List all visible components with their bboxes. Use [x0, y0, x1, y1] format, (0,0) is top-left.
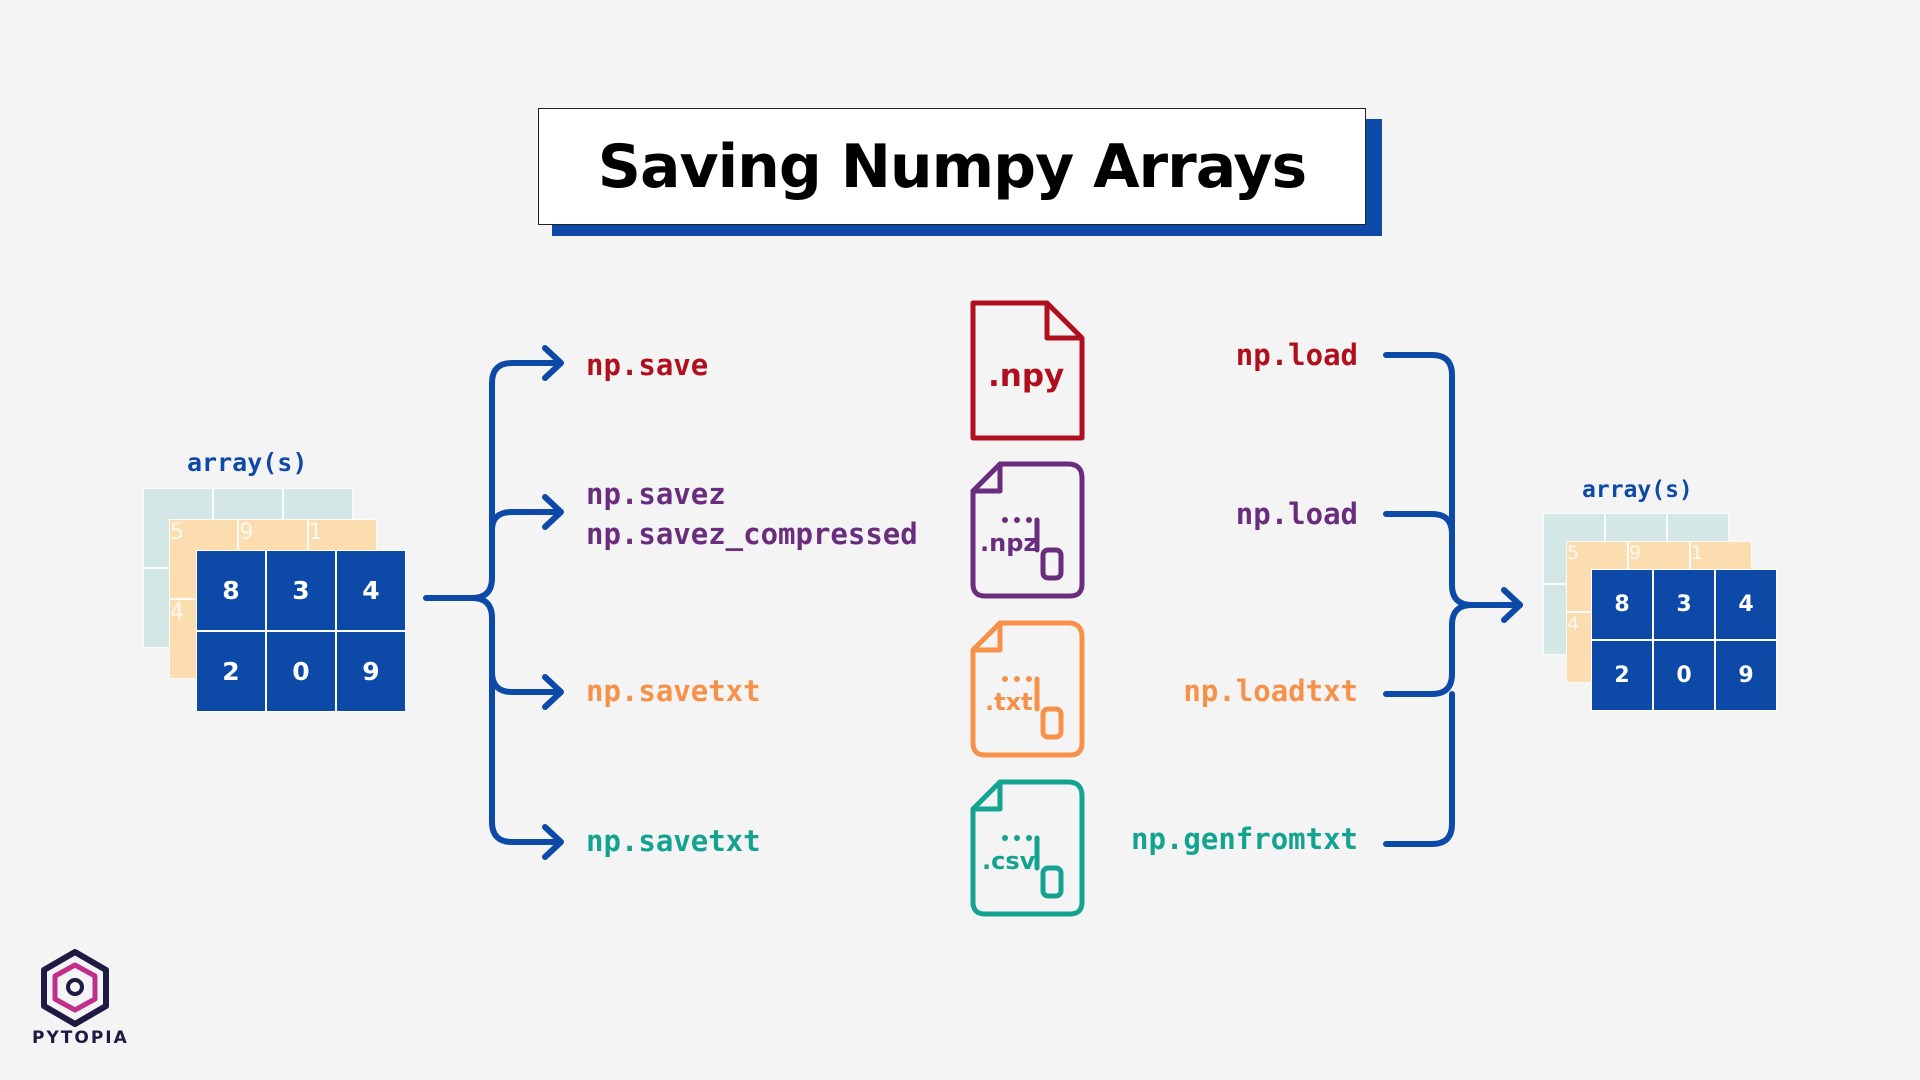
- array-cell: 8: [196, 550, 266, 631]
- load-npz-function-label: np.load: [1235, 497, 1358, 531]
- left-array-label: array(s): [187, 448, 308, 477]
- arrowhead: [542, 824, 564, 860]
- split-connector-branch: [489, 669, 563, 695]
- array-cell: 4: [1715, 569, 1777, 640]
- array-cell: 8: [1591, 569, 1653, 640]
- arrowhead: [542, 345, 564, 381]
- save-function-label: np.save: [586, 348, 709, 382]
- array-cell: 9: [1715, 640, 1777, 711]
- right-array-label: array(s): [1582, 477, 1693, 503]
- genfromtxt-function-label: np.genfromtxt: [1131, 822, 1358, 856]
- page-title: Saving Numpy Arrays: [597, 131, 1307, 202]
- npz-file-icon: [970, 461, 1085, 599]
- split-connector-branch: [469, 595, 563, 845]
- savetxt-function-label: np.savetxt: [586, 674, 761, 708]
- split-connector-branch: [489, 509, 563, 533]
- merge-connector: [1383, 352, 1523, 608]
- merge-connector-branch: [1383, 602, 1475, 697]
- csv-file-icon: [970, 779, 1085, 917]
- right-array-front-layer: 8 3 4 2 0 9: [1591, 569, 1777, 711]
- arrowhead: [542, 674, 564, 710]
- array-cell: 2: [196, 631, 266, 712]
- title-box: Saving Numpy Arrays: [538, 108, 1366, 225]
- savetxt-csv-function-label: np.savetxt: [586, 824, 761, 858]
- array-cell: 9: [336, 631, 406, 712]
- left-array-front-layer: 8 3 4 2 0 9: [196, 550, 406, 712]
- load-function-label: np.load: [1235, 338, 1358, 372]
- savez-function-label: np.savez: [586, 477, 726, 511]
- merge-connector-branch: [1383, 691, 1455, 847]
- arrowhead: [1501, 587, 1523, 623]
- savez-compressed-function-label: np.savez_compressed: [586, 517, 918, 551]
- npz-extension-label: .npz: [980, 529, 1038, 557]
- npy-file-icon: [970, 300, 1085, 441]
- npy-extension-label: .npy: [988, 358, 1065, 394]
- txt-file-icon: [970, 620, 1085, 758]
- csv-extension-label: .csv: [982, 847, 1036, 875]
- pytopia-logo-icon: [41, 949, 109, 1027]
- array-cell: 2: [1591, 640, 1653, 711]
- arrowhead: [542, 494, 564, 530]
- array-cell: 3: [266, 550, 336, 631]
- array-cell: 0: [266, 631, 336, 712]
- array-cell: 3: [1653, 569, 1715, 640]
- split-connector: [423, 360, 563, 601]
- array-cell: 0: [1653, 640, 1715, 711]
- loadtxt-function-label: np.loadtxt: [1183, 674, 1358, 708]
- brand-name: PYTOPIA: [32, 1028, 129, 1048]
- merge-connector-branch: [1383, 511, 1455, 537]
- txt-extension-label: .txt: [985, 688, 1033, 716]
- array-cell: 4: [336, 550, 406, 631]
